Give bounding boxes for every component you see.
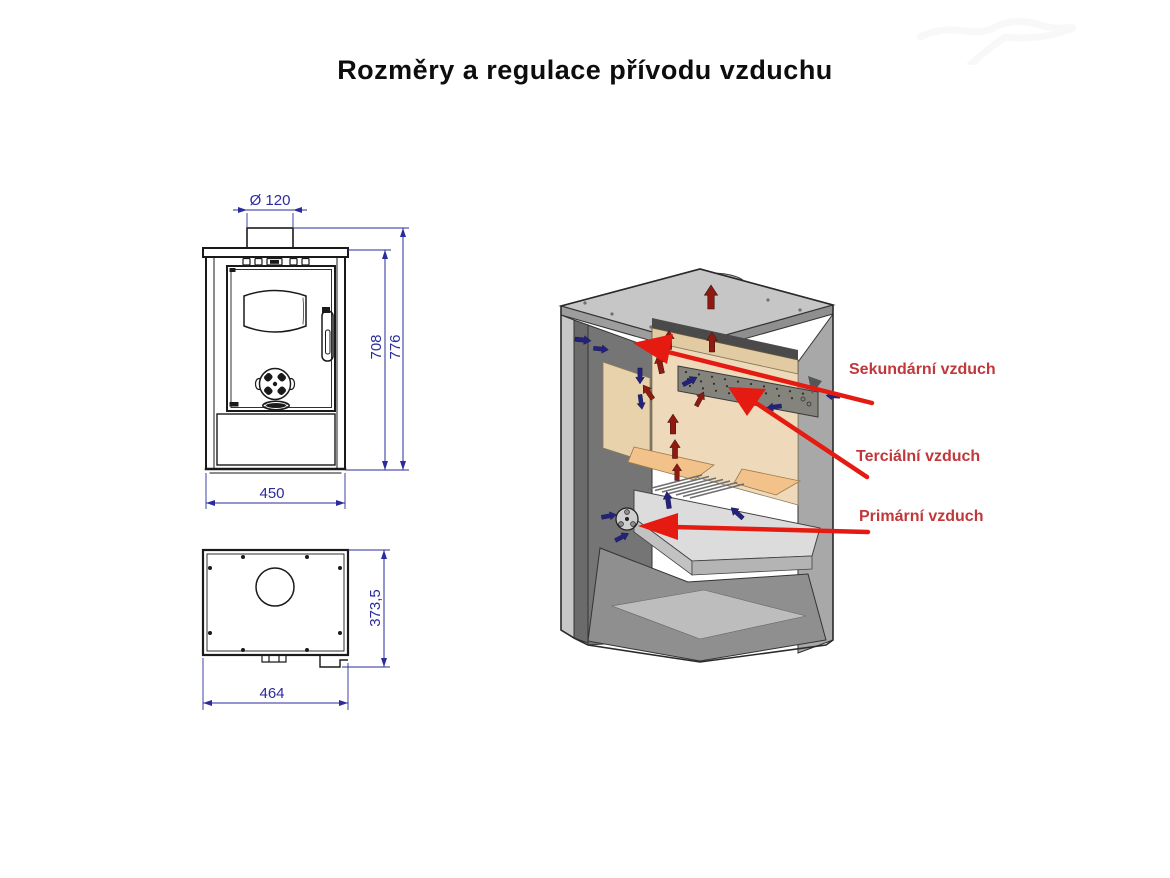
vent-slots (242, 257, 310, 266)
door-handle (321, 307, 334, 362)
tertiary-air-arrow (728, 387, 870, 480)
rear-outlet-tab (319, 655, 348, 668)
stove-3d-body (558, 268, 836, 663)
stove-door (226, 265, 336, 412)
dimension-top-width: 464 (202, 658, 349, 710)
door-window (243, 289, 307, 333)
dimension-flue-diameter: Ø 120 (233, 192, 307, 227)
dimension-depth: 373,5 (342, 549, 390, 668)
dimension-front-width: 450 (205, 473, 346, 509)
label-tertiary-air: Terciální vzduch (856, 448, 981, 465)
cutaway-drawing (558, 268, 875, 663)
primary-air-arrow (638, 513, 871, 540)
svg-text:373,5: 373,5 (367, 589, 384, 627)
flue-pipe (246, 227, 294, 249)
screw-dots (208, 555, 342, 652)
top-view-stove (201, 548, 350, 668)
svg-text:450: 450 (259, 485, 284, 502)
svg-text:776: 776 (387, 334, 404, 359)
brand-badge (262, 400, 290, 411)
front-view-stove (202, 227, 349, 474)
dimension-height-708: 708 (345, 249, 391, 471)
label-secondary-air: Sekundární vzduch (849, 361, 996, 378)
grate (647, 474, 745, 499)
svg-text:464: 464 (259, 685, 284, 702)
dimension-height-776: 776 (293, 227, 409, 471)
label-primary-air: Primární vzduch (859, 508, 984, 525)
page-title: Rozměry a regulace přívodu vzduchu (337, 55, 833, 85)
svg-text:708: 708 (368, 334, 385, 359)
svg-text:Ø 120: Ø 120 (250, 192, 291, 209)
watermark (916, 18, 1077, 65)
ash-pan (633, 489, 821, 576)
top-plate (202, 247, 349, 258)
air-control-knob (254, 367, 296, 401)
secondary-air-arrow (633, 334, 875, 406)
flue-opening (255, 567, 295, 607)
primary-air-dial (615, 507, 639, 531)
top-view-drawing: 373,5 464 (201, 548, 390, 710)
front-view-drawing: Ø 120 450 708 776 (202, 192, 409, 509)
mounting-bracket (261, 655, 287, 663)
lower-panel (216, 413, 336, 466)
